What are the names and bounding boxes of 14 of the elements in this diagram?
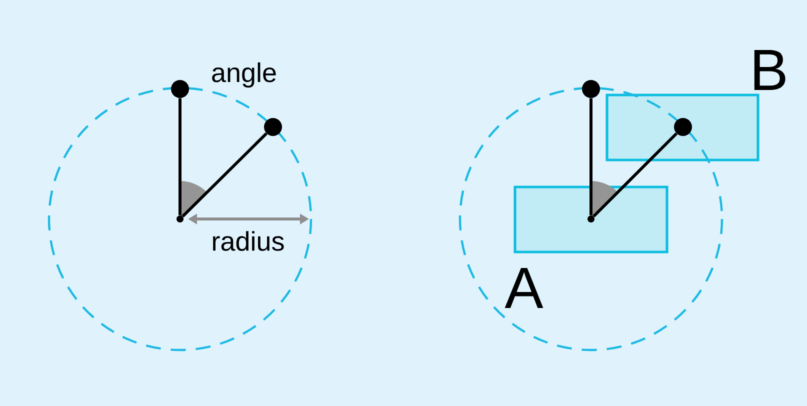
dot (674, 118, 692, 136)
label: angle (212, 62, 276, 88)
dot (582, 80, 600, 98)
line (178, 98, 182, 216)
line (592, 132, 678, 218)
dot (171, 80, 189, 98)
center-dot (176, 216, 184, 222)
box-label: B (754, 50, 786, 90)
label: radius (213, 231, 284, 251)
line (590, 98, 592, 216)
box-label: A (504, 268, 544, 308)
dot (264, 118, 282, 136)
center-dot (588, 216, 594, 222)
line (182, 132, 268, 218)
